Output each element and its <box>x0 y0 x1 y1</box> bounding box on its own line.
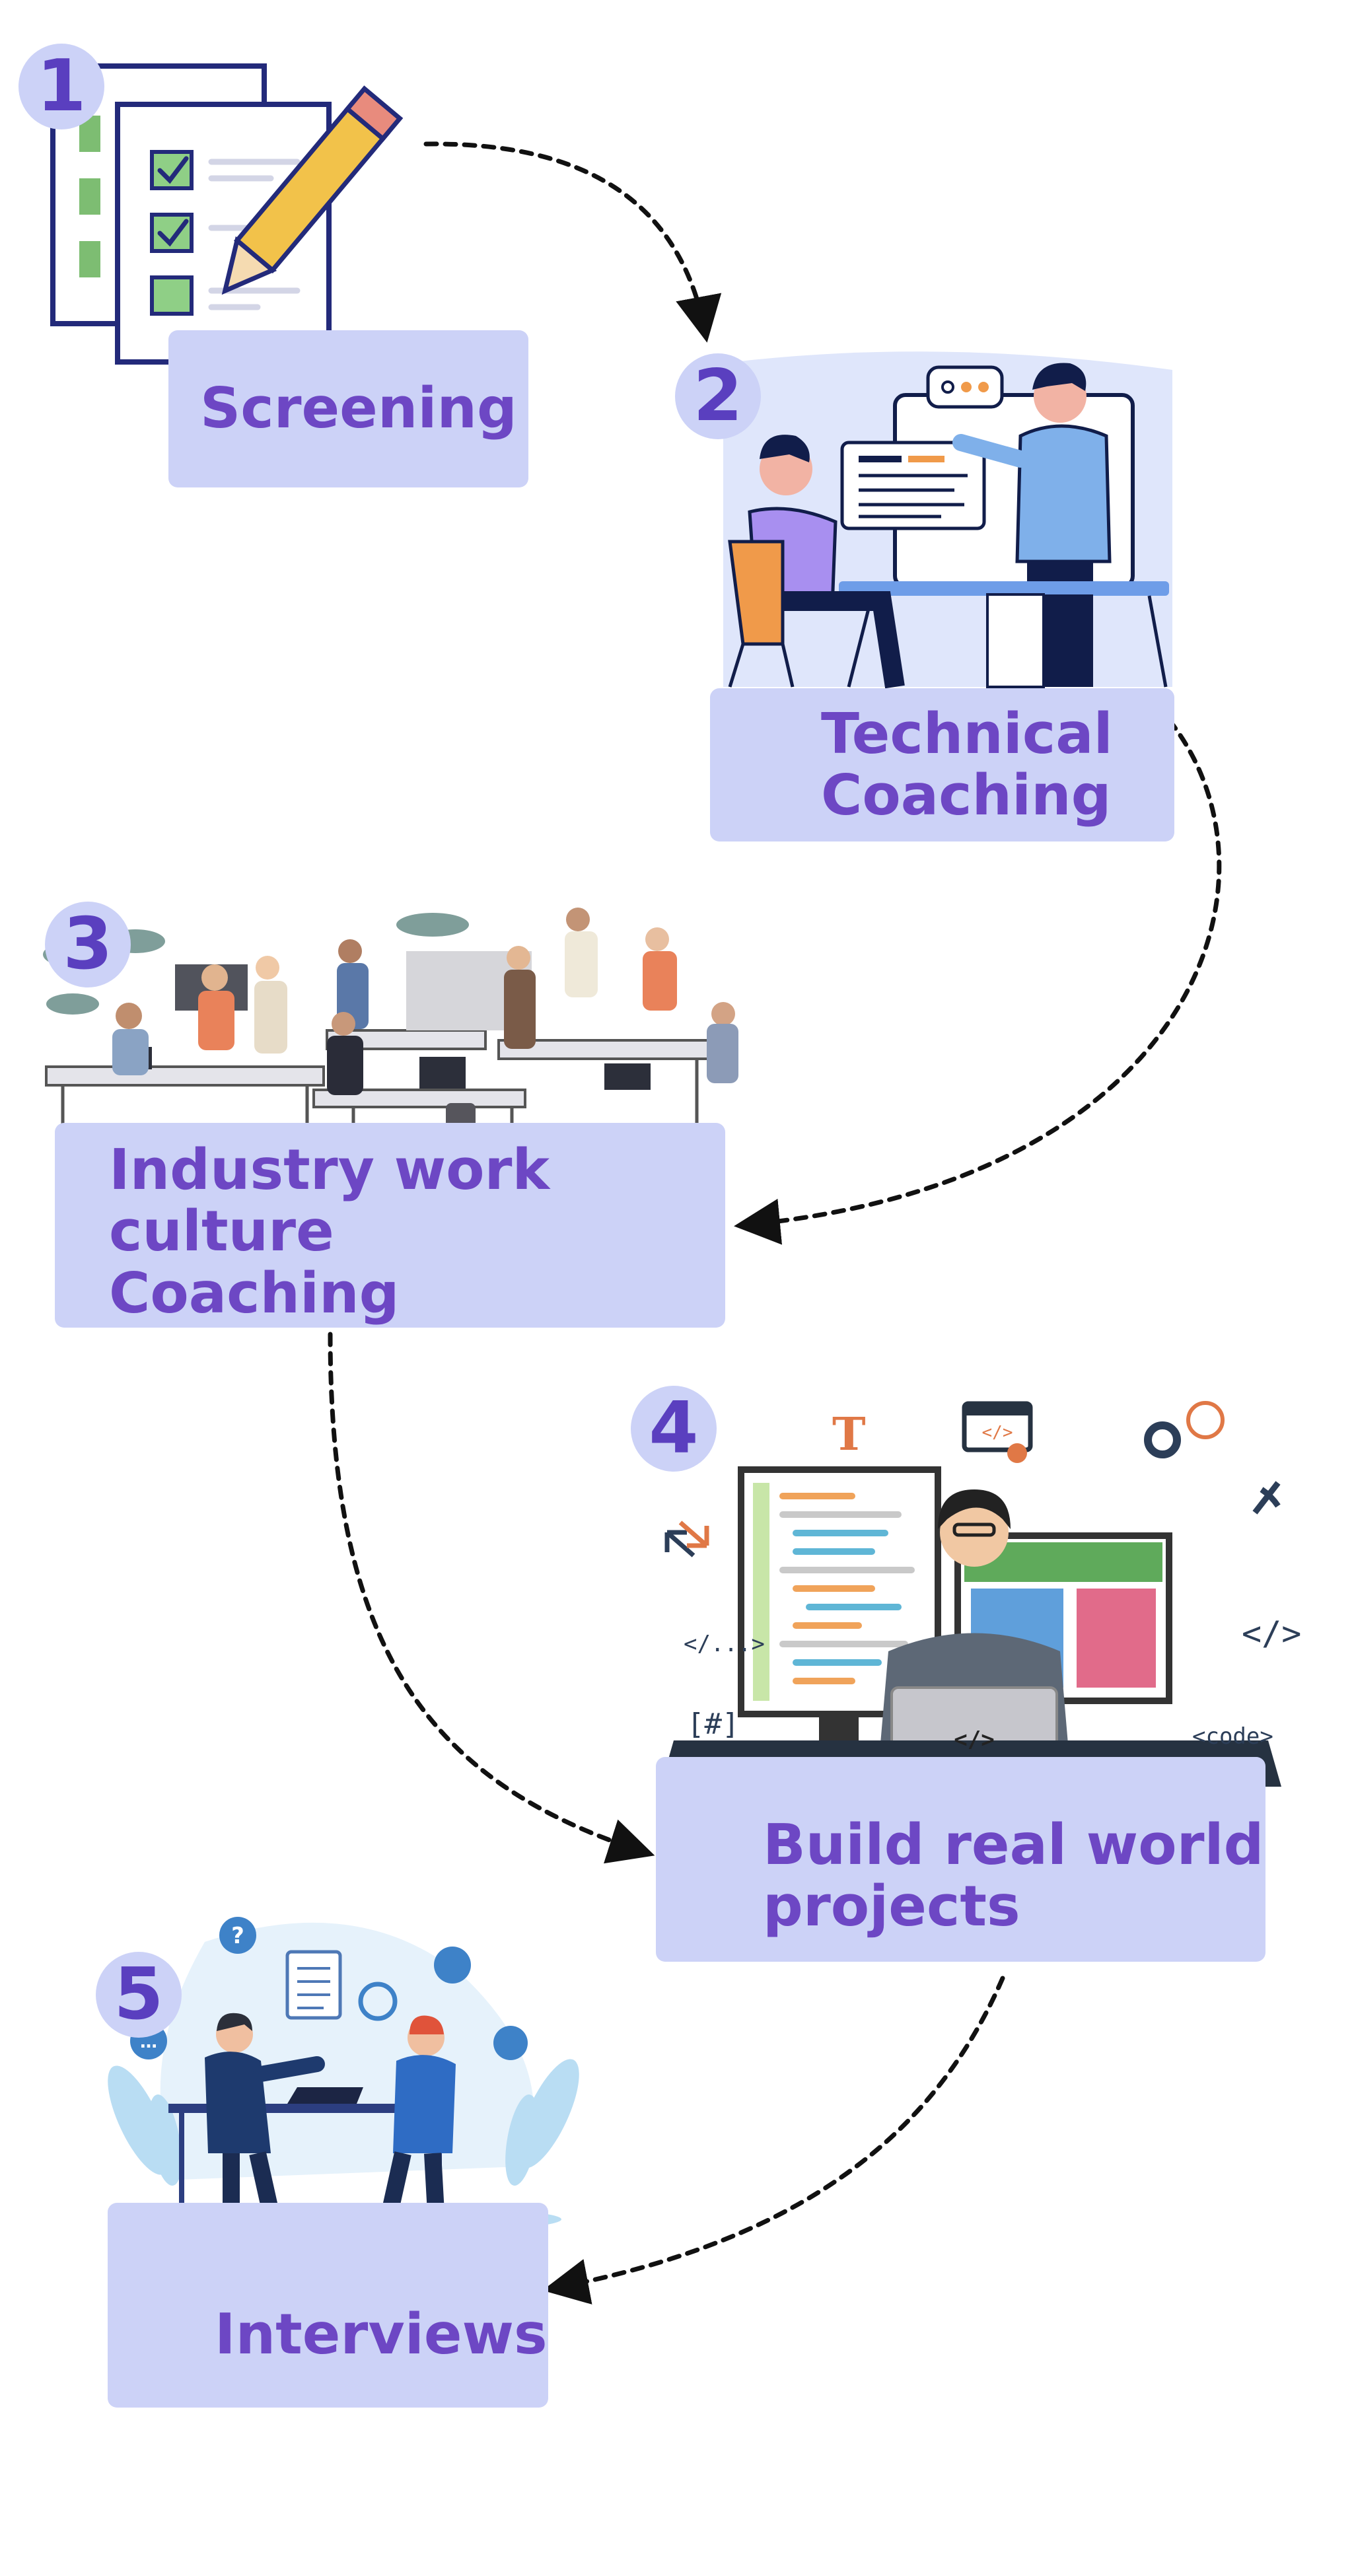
open-office-team-icon <box>43 908 738 1163</box>
step-1-label-box: Screening <box>168 330 528 487</box>
mentor-screen-icon <box>723 351 1172 689</box>
developer-workstation-icon: </> T </...> </> [#] <code> </> <box>660 1401 1301 1788</box>
step-5-number-badge: 5 <box>96 1952 182 2038</box>
step-4-label-box: Build real world projects <box>656 1757 1265 1962</box>
question-decoration: ? <box>231 1923 244 1949</box>
step-2-label: Technical Coaching <box>821 701 1113 828</box>
step-3-label-box: Industry work culture Coaching <box>55 1123 725 1328</box>
browser-code-decoration: </> <box>982 1423 1013 1443</box>
hash-decoration: [#] <box>687 1707 739 1741</box>
arrow-3-to-4 <box>328 1332 655 1864</box>
step-1-number-badge: 1 <box>18 44 104 129</box>
step-5-label: Interviews <box>215 2302 548 2368</box>
step-3-number-badge: 3 <box>45 902 131 987</box>
code-tag-decoration-2: </> <box>1242 1614 1301 1653</box>
code-tag-decoration-1: </...> <box>684 1631 765 1657</box>
checklist-pencil-icon <box>50 63 404 365</box>
step-2-number-badge: 2 <box>675 353 761 439</box>
arrow-2-to-3 <box>734 717 1222 1245</box>
step-4-label: Build real world projects <box>763 1812 1264 1939</box>
arrow-1-to-2 <box>423 141 722 343</box>
text-tool-decoration: T <box>832 1408 866 1461</box>
interview-meeting-icon: ? … <box>108 1917 579 2234</box>
step-2-label-box: Technical Coaching <box>710 688 1174 841</box>
step-3-label: Industry work culture Coaching <box>109 1137 550 1326</box>
step-1-label: Screening <box>200 376 517 442</box>
svg-text:</>: </> <box>954 1727 994 1753</box>
arrow-4-to-5 <box>542 1976 1005 2305</box>
code-word-decoration: <code> <box>1192 1723 1273 1750</box>
step-5-label-box: Interviews <box>108 2203 548 2408</box>
step-4-number-badge: 4 <box>631 1386 717 1472</box>
